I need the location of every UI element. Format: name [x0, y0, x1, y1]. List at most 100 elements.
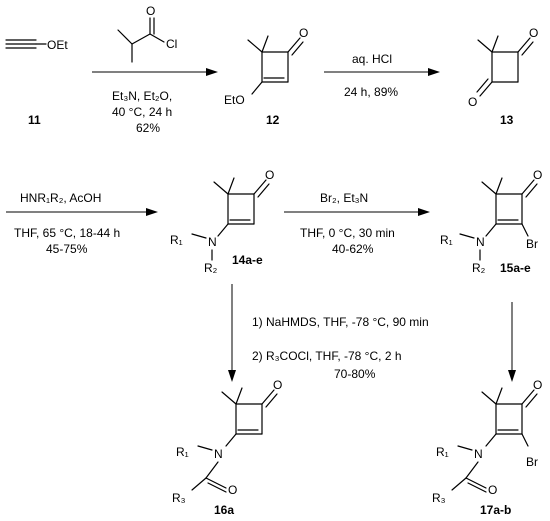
step2-reagent: aq. HCl: [352, 52, 392, 66]
bond-line: [485, 223, 497, 237]
step1-conditions-line1: Et₃N, Et₂O,: [112, 89, 172, 103]
carbonyl-bond: [521, 41, 534, 56]
step4-yield: 40-62%: [332, 242, 374, 256]
step1-yield: 62%: [136, 121, 160, 135]
arrow-head: [146, 208, 158, 216]
step3-yield: 45-75%: [46, 242, 88, 256]
carbonyl-bond: [517, 37, 531, 53]
bond-line: [451, 477, 467, 491]
nitrogen-label: N: [214, 447, 223, 461]
step5-yield: 70-80%: [334, 367, 376, 381]
bond-line: [459, 233, 475, 239]
methyl-bond: [481, 391, 497, 405]
compound-12-id: 12: [266, 113, 280, 127]
r1-label: R₁: [440, 233, 453, 247]
carbonyl-bond: [265, 393, 278, 408]
compound-15: O Br N R₁ R₂ 15a-e: [440, 168, 542, 275]
carbonyl-oxygen-label: O: [468, 95, 477, 109]
bond-line: [131, 33, 151, 45]
bond-line: [465, 461, 479, 479]
ring-carbonyl-oxygen-label: O: [533, 378, 542, 392]
r2-label: R₂: [472, 261, 486, 275]
bond-line: [197, 445, 213, 451]
bond-line: [225, 433, 237, 447]
step1-conditions-line2: 40 °C, 24 h: [112, 105, 172, 119]
bond-line: [217, 223, 229, 237]
bond-line: [191, 233, 207, 239]
acyl-oxygen-label: O: [488, 483, 497, 497]
compound-17: O Br N R₁ O R₃ 17a-b: [432, 378, 542, 517]
methyl-bond: [495, 387, 503, 405]
methyl-bond: [227, 177, 235, 195]
carbonyl-bond: [521, 389, 535, 405]
r2-label: R₂: [204, 261, 218, 275]
methyl-bond: [213, 181, 229, 195]
arrow-head: [206, 68, 218, 76]
r3-label: R₃: [172, 491, 186, 505]
step2-conditions: 24 h, 89%: [344, 85, 398, 99]
carbonyl-bond: [476, 78, 489, 93]
compound-14: O N R₁ R₂ 14a-e: [170, 168, 274, 275]
carbonyl-oxygen-label: O: [265, 168, 274, 182]
step4-conditions: THF, 0 °C, 30 min: [300, 226, 395, 240]
compound-11-id: 11: [28, 113, 41, 127]
arrow-head: [418, 208, 430, 216]
step3-reagent: HNR₁R₂, AcOH: [20, 191, 101, 205]
compound-17-id: 17a-b: [480, 503, 511, 517]
compound-13-id: 13: [500, 113, 514, 127]
methyl-bond: [481, 181, 497, 195]
r1-label: R₁: [436, 445, 449, 459]
bond-line: [521, 223, 529, 237]
nitrogen-label: N: [476, 235, 485, 249]
bromine-label: Br: [526, 455, 538, 469]
chlorine-label: Cl: [166, 37, 177, 51]
oet-label: OEt: [47, 38, 68, 52]
carbonyl-oxygen-label: O: [533, 168, 542, 182]
carbonyl-oxygen-label: O: [299, 26, 308, 40]
arrow-head: [508, 370, 516, 382]
compound-16: O N R₁ O R₃ 16a: [172, 378, 282, 517]
methyl-bond: [235, 387, 243, 405]
step3-conditions: THF, 65 °C, 18-44 h: [14, 226, 120, 240]
carbonyl-oxygen-label: O: [529, 26, 538, 40]
bond-line: [521, 433, 529, 447]
acyl-oxygen-label: O: [146, 4, 155, 18]
compound-12: O EtO 12: [224, 26, 308, 127]
acyl-carbonyl-bond: [205, 477, 227, 489]
carbonyl-bond: [261, 389, 275, 405]
bond-line: [251, 81, 263, 95]
carbonyl-bond: [479, 81, 493, 97]
nitrogen-label: N: [474, 447, 483, 461]
step4-reagent: Br₂, Et₃N: [320, 191, 368, 205]
methyl-bond: [491, 35, 499, 53]
bond-line: [149, 33, 165, 43]
bromine-label: Br: [526, 237, 538, 251]
ring-carbonyl-oxygen-label: O: [273, 378, 282, 392]
carbonyl-bond: [253, 179, 267, 195]
ethoxy-label: EtO: [224, 93, 245, 107]
bond-line: [191, 477, 207, 491]
r1-label: R₁: [176, 445, 189, 459]
acyl-carbonyl-bond: [467, 482, 487, 493]
compound-15-id: 15a-e: [500, 261, 531, 275]
r3-label: R₃: [432, 491, 446, 505]
carbonyl-bond: [257, 183, 270, 198]
carbonyl-bond: [521, 179, 535, 195]
step5-conditions-line2: 2) R₃COCl, THF, -78 °C, 2 h: [252, 349, 402, 363]
carbonyl-bond: [287, 37, 301, 53]
compound-16-id: 16a: [214, 503, 234, 517]
acyl-carbonyl-bond: [207, 482, 227, 493]
carbonyl-bond: [525, 393, 538, 408]
arrow-head: [428, 68, 440, 76]
arrow-head: [228, 370, 236, 382]
compound-11: OEt 11: [5, 38, 68, 127]
acyl-carbonyl-bond: [465, 477, 487, 489]
carbonyl-bond: [291, 41, 304, 56]
methyl-bond: [477, 39, 493, 53]
methyl-bond: [495, 177, 503, 195]
bond-line: [117, 29, 133, 45]
compound-13: O O 13: [468, 26, 538, 127]
methyl-bond: [261, 35, 269, 53]
methyl-bond: [247, 39, 263, 53]
